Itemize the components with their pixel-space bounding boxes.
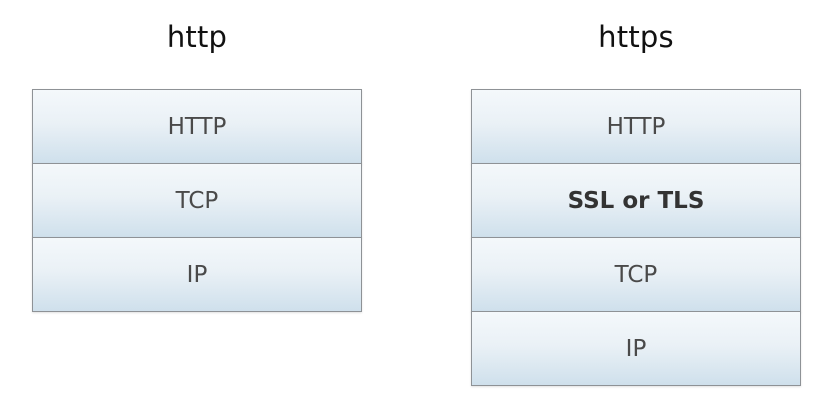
http-stack-layer-http: HTTP: [32, 89, 362, 164]
http-stack-layer-ip: IP: [32, 237, 362, 312]
http-stack-layer-tcp: TCP: [32, 163, 362, 238]
https-protocol-stack: HTTP SSL or TLS TCP IP: [471, 89, 801, 386]
http-stack-title: http: [166, 20, 228, 54]
https-stack-layer-http: HTTP: [471, 89, 801, 164]
https-stack-layer-ip: IP: [471, 311, 801, 386]
http-protocol-stack: HTTP TCP IP: [32, 89, 362, 312]
https-stack-title: https: [598, 20, 674, 54]
https-stack-layer-ssl-tls: SSL or TLS: [471, 163, 801, 238]
https-stack-layer-tcp: TCP: [471, 237, 801, 312]
